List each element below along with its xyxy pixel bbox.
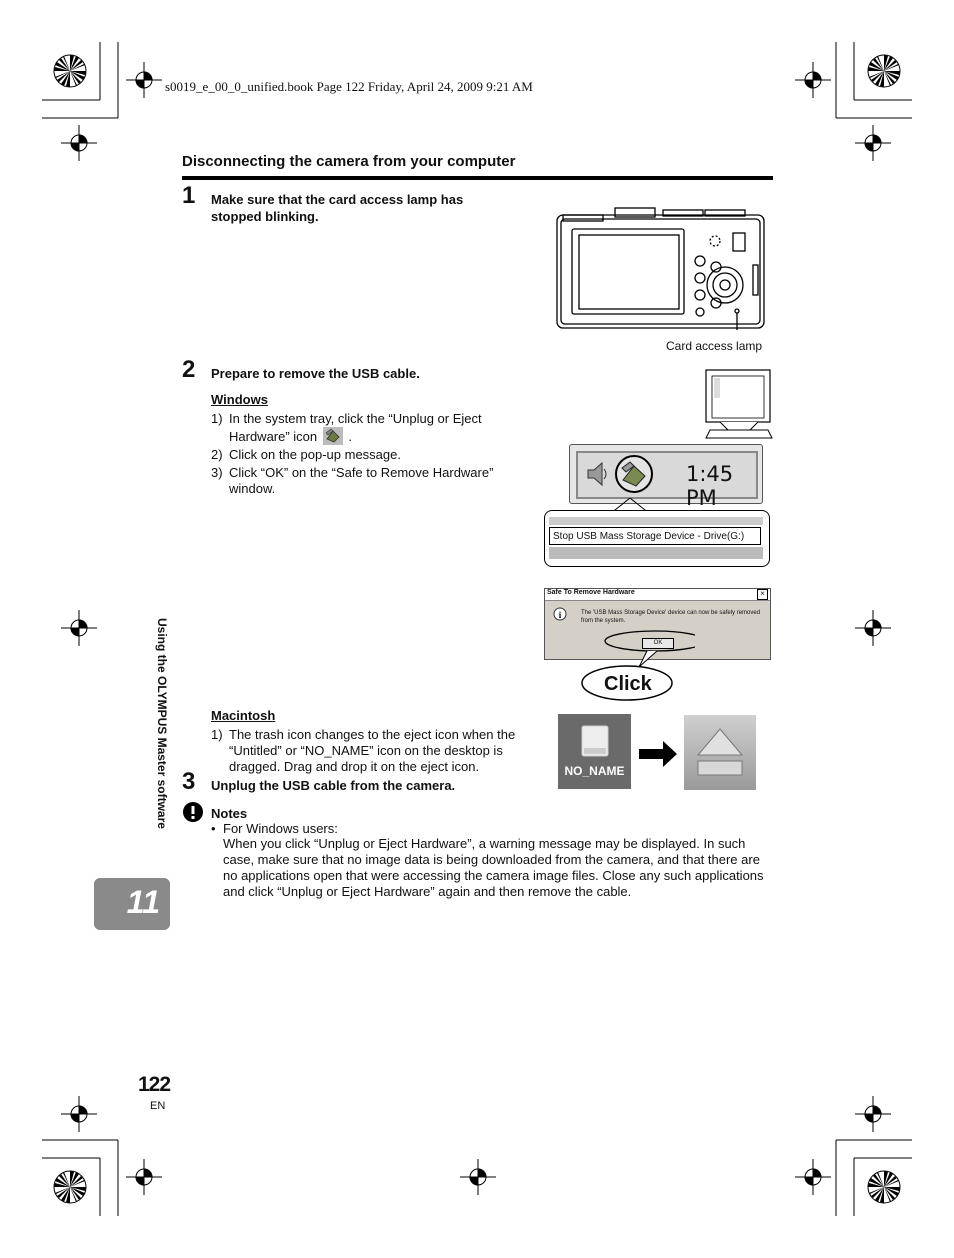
step-2-text: Prepare to remove the USB cable.	[211, 366, 420, 381]
list-text: Click “OK” on the “Safe to Remove Hardwa…	[229, 465, 494, 496]
monitor-icon	[705, 369, 773, 439]
camera-illustration	[556, 207, 765, 330]
list-number: 3)	[211, 465, 223, 480]
notes-lead: For Windows users:	[223, 821, 338, 836]
notes-bullet: •	[211, 821, 216, 836]
svg-text:i: i	[559, 610, 562, 620]
eject-icon	[696, 728, 744, 776]
unplug-eject-hardware-icon	[322, 427, 343, 445]
list-item: 2) Click on the pop-up message.	[211, 447, 511, 463]
list-number: 1)	[211, 411, 223, 426]
stop-usb-device-menu-item[interactable]: Stop USB Mass Storage Device - Drive(G:)	[549, 527, 761, 545]
click-label: Click	[604, 673, 652, 695]
chapter-title: Using the OLYMPUS Master software	[155, 618, 169, 829]
dialog-titlebar: Safe To Remove Hardware ×	[545, 589, 770, 601]
dialog-title: Safe To Remove Hardware	[547, 589, 635, 596]
unplug-eject-tray-icon[interactable]	[614, 454, 654, 494]
speaker-icon[interactable]	[586, 461, 610, 487]
list-text-end: .	[348, 429, 353, 444]
safe-remove-dialog: Safe To Remove Hardware × i The 'USB Mas…	[544, 588, 771, 660]
ok-button[interactable]: OK	[642, 638, 674, 649]
mac-steps-list: 1) The trash icon changes to the eject i…	[211, 727, 533, 777]
drive-label: NO_NAME	[564, 764, 625, 778]
step-2-number: 2	[182, 356, 196, 383]
windows-steps-list: 1) In the system tray, click the “Unplug…	[211, 411, 511, 499]
chapter-number-tab: 11	[94, 878, 170, 930]
drive-icon	[581, 725, 609, 757]
notes-body: When you click “Unplug or Eject Hardware…	[223, 836, 764, 899]
file-info-header: s0019_e_00_0_unified.book Page 122 Frida…	[165, 79, 533, 94]
list-item: 1) The trash icon changes to the eject i…	[211, 727, 533, 775]
list-text: Click on the pop-up message.	[229, 447, 401, 462]
list-text: In the system tray, click the “Unplug or…	[229, 411, 482, 444]
warning-icon	[183, 802, 203, 822]
page-language: EN	[150, 1100, 166, 1112]
popup-frame: Stop USB Mass Storage Device - Drive(G:)	[544, 510, 770, 567]
eject-icon-tile[interactable]	[684, 715, 756, 790]
callout-pointer	[609, 498, 651, 515]
card-access-lamp-caption: Card access lamp	[666, 339, 763, 353]
windows-heading: Windows	[211, 392, 268, 407]
step-3-text: Unplug the USB cable from the camera.	[211, 778, 456, 793]
popup-bar	[549, 517, 763, 525]
page-number: 122	[138, 1073, 171, 1096]
title-rule	[182, 176, 773, 180]
system-tray: 1:45 PM	[576, 451, 758, 510]
popup-bottom-bar	[549, 547, 763, 559]
step-3-number: 3	[182, 768, 196, 795]
notes-heading: Notes	[211, 806, 248, 821]
step-1-text: Make sure that the card access lamp has …	[211, 192, 464, 224]
list-number: 2)	[211, 447, 223, 462]
dialog-close-button[interactable]: ×	[757, 589, 768, 600]
tray-clock: 1:45 PM	[686, 462, 734, 510]
click-callout	[581, 630, 695, 701]
dialog-message: The 'USB Mass Storage Device' device can…	[581, 610, 761, 624]
list-number: 1)	[211, 727, 223, 742]
arrow-right-icon	[639, 741, 677, 767]
info-icon: i	[553, 607, 567, 621]
system-tray-frame: 1:45 PM	[569, 444, 763, 510]
list-item: 1) In the system tray, click the “Unplug…	[211, 411, 511, 445]
no-name-drive-icon[interactable]: NO_NAME	[558, 714, 631, 789]
list-text: The trash icon changes to the eject icon…	[229, 727, 516, 774]
step-1-number: 1	[182, 182, 196, 209]
list-item: 3) Click “OK” on the “Safe to Remove Har…	[211, 465, 511, 497]
section-title: Disconnecting the camera from your compu…	[182, 153, 516, 170]
macintosh-heading: Macintosh	[211, 708, 276, 723]
